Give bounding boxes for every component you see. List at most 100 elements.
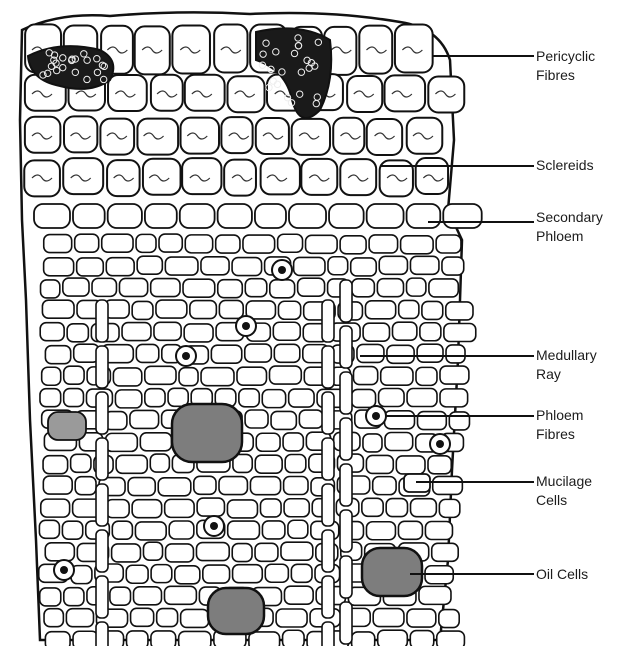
parenchyma-cell [218,280,243,298]
parenchyma-cell [288,520,308,538]
oil-cell [172,404,242,462]
parenchyma-cell [245,344,272,362]
sclereid-cell [63,158,103,194]
sclereid-cell [182,158,221,194]
label-mucilage-cells: Mucilage Cells [536,472,592,510]
sclereid-cell [181,118,219,154]
sclereid-cell [221,117,252,153]
parenchyma-cell [219,300,243,318]
parenchyma-cell [377,279,403,297]
parenchyma-cell [449,412,469,430]
parenchyma-cell [419,586,451,604]
parenchyma-cell [196,543,229,561]
parenchyma-cell [284,476,308,494]
parenchyma-cell [363,434,382,452]
parenchyma-cell [73,631,98,646]
parenchyma-cell [378,630,408,646]
parenchyma-cell [134,587,162,605]
parenchyma-cell [379,256,407,274]
sclereid-cell [25,117,61,153]
parenchyma-cell [165,499,194,517]
parenchyma-cell [284,586,313,604]
ray-cell [96,392,108,434]
parenchyma-cell [398,521,422,539]
ray-cell [96,438,108,480]
parenchyma-cell [328,257,348,275]
parenchyma-cell [340,236,366,254]
label-line: Secondary [536,208,603,227]
parenchyma-cell [127,631,148,646]
parenchyma-cell [106,258,134,276]
phloem-boundary-cell [108,204,142,228]
parenchyma-cell [145,389,165,407]
parenchyma-cell [410,631,433,646]
ray-cell [340,280,352,322]
label-line: Phloem [536,406,583,425]
parenchyma-cell [41,499,70,517]
parenchyma-cell [130,410,159,428]
parenchyma-cell [140,433,171,451]
parenchyma-cell [417,412,446,430]
parenchyma-cell [436,235,461,253]
parenchyma-cell [401,236,434,254]
sclereid-cell [407,118,443,154]
parenchyma-cell [411,499,437,517]
parenchyma-cell [281,542,313,560]
ray-cell [322,392,334,434]
sclereid-cell [214,24,247,72]
parenchyma-cell [137,256,162,274]
parenchyma-cell [354,367,378,385]
parenchyma-cell [273,322,300,340]
ray-cell [322,300,334,342]
parenchyma-cell [262,521,284,539]
parenchyma-cell [190,301,217,319]
parenchyma-cell [243,235,275,253]
ray-cell [340,464,352,506]
parenchyma-cell [40,389,61,407]
sclereid-cell [347,76,382,112]
parenchyma-cell [156,300,187,318]
parenchyma-cell [197,498,224,516]
parenchyma-cell [245,279,266,297]
parenchyma-cell [131,608,154,626]
parenchyma-cell [112,544,141,562]
parenchyma-cell [151,279,180,297]
parenchyma-cell [122,323,151,341]
parenchyma-cell [271,411,296,429]
parenchyma-cell [396,456,425,474]
parenchyma-cell [219,477,247,495]
label-line: Cells [536,491,592,510]
parenchyma-cell [407,389,437,407]
label-line: Phloem [536,227,603,246]
parenchyma-cell [228,521,260,539]
oil-cell [362,548,422,596]
parenchyma-cell [428,456,451,474]
parenchyma-cell [249,632,280,646]
parenchyma-cell [283,630,304,646]
parenchyma-cell [40,323,64,341]
parenchyma-cell [128,478,155,496]
parenchyma-cell [392,322,416,340]
sclereid-cell [108,75,147,111]
parenchyma-cell [298,278,325,296]
parenchyma-cell [41,280,60,298]
parenchyma-cell [420,323,441,341]
sclereid-cell [64,116,97,152]
phloem-boundary-cell [367,204,404,228]
phloem-boundary-cell [218,204,252,228]
parenchyma-cell [437,631,465,646]
parenchyma-cell [289,389,314,407]
parenchyma-cell [113,368,141,386]
parenchyma-cell [201,257,229,275]
parenchyma-cell [157,609,178,627]
parenchyma-cell [351,258,377,276]
stone-cell-core [182,352,190,360]
ray-cell [340,556,352,598]
parenchyma-cell [270,280,295,298]
sclereid-cell [395,25,433,73]
parenchyma-cell [369,235,397,253]
parenchyma-cell [232,544,252,562]
parenchyma-cell [179,631,211,646]
oil-cell-small [48,412,86,440]
parenchyma-cell [45,632,70,646]
